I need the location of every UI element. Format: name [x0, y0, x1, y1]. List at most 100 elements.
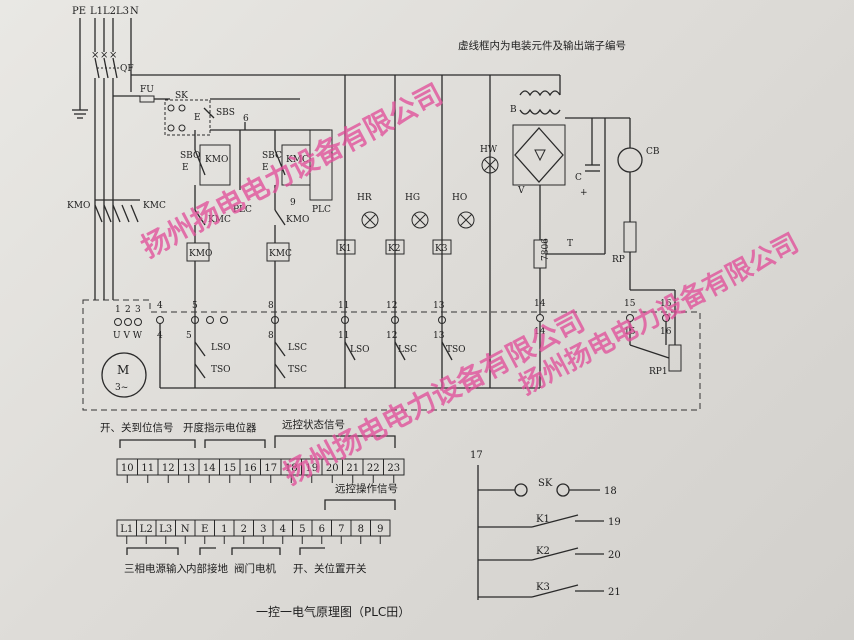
- reg-label: 7806: [541, 238, 551, 261]
- remote-sk-label: SK: [538, 478, 553, 489]
- node-12b: 12: [386, 331, 397, 341]
- motor-sub: 3~: [115, 383, 128, 393]
- pe-label: PE: [72, 6, 86, 17]
- b-label: B: [510, 105, 517, 115]
- sk-label: SK: [175, 91, 188, 101]
- k1-coil-label: K1: [339, 244, 351, 254]
- top-terminal-cell-label: 17: [264, 463, 277, 474]
- top-terminal-cell-label: 18: [285, 463, 298, 474]
- bottom-terminal-cell-label: L3: [159, 524, 172, 535]
- hg-label: HG: [405, 193, 420, 203]
- node-13a: 13: [433, 301, 445, 311]
- sbs-label: SBS: [216, 108, 235, 118]
- node-13b: 13: [433, 331, 445, 341]
- remote-k3-label: K3: [536, 582, 550, 593]
- node-5b: 5: [186, 331, 192, 341]
- node-17: 17: [470, 450, 483, 461]
- qf-label: QF: [120, 64, 134, 74]
- node-11b: 11: [338, 331, 349, 341]
- label-remote-op: 远控操作信号: [335, 482, 398, 495]
- bottom-terminal-cell-label: 4: [280, 524, 286, 535]
- kmo-main-label: KMO: [67, 201, 90, 211]
- e-label-sbo: E: [182, 163, 189, 173]
- breaker-x1: ×: [91, 50, 99, 61]
- plc-label-left: PLC: [233, 205, 252, 215]
- top-terminal-cell-label: 13: [182, 463, 195, 474]
- node-9: 9: [290, 198, 296, 208]
- kmo-coil-label: KMO: [189, 249, 212, 259]
- bottom-terminal-cell-label: 1: [221, 524, 227, 535]
- bottom-terminal-cell-label: 3: [260, 524, 266, 535]
- label-internal-ground: 内部接地: [186, 562, 228, 575]
- motor: KMO KMC 1 2 3 U V W M 3~: [67, 199, 166, 398]
- motor-t2: 2: [125, 305, 131, 315]
- kmo-interlock-label: KMO: [286, 215, 309, 225]
- feedback-circuit: B V 7806 T C + CB RP RP1 14 14: [510, 75, 682, 388]
- node-20: 20: [608, 550, 621, 561]
- top-terminal-cell-label: 22: [367, 463, 380, 474]
- remote-k1-label: K1: [536, 514, 550, 525]
- bottom-terminal-cell-label: 7: [338, 524, 344, 535]
- fu-label: FU: [140, 85, 154, 95]
- bottom-terminal-cell-label: L2: [140, 524, 153, 535]
- node-21: 21: [608, 587, 621, 598]
- relay-lso-label: LSO: [350, 345, 370, 355]
- node-5a: 5: [192, 301, 198, 311]
- hr-label: HR: [357, 193, 372, 203]
- kmc-coil-label: KMC: [269, 249, 292, 259]
- node-8a: 8: [268, 301, 274, 311]
- node-16a: 16: [660, 299, 672, 309]
- label-valve-motor: 阀门电机: [234, 562, 276, 575]
- sbo-label: SBO: [180, 151, 200, 161]
- tsc-label: TSC: [288, 365, 307, 375]
- kmc-contact-label: KMC: [286, 155, 309, 165]
- kmc-main-label: KMC: [143, 201, 166, 211]
- kmc-interlock-label: KMC: [208, 215, 231, 225]
- node-15a: 15: [624, 299, 636, 309]
- top-terminal-cell-label: 12: [162, 463, 175, 474]
- diagram-title: 一控一电气原理图（PLC田）: [256, 604, 410, 619]
- top-terminal-cell-label: 10: [121, 463, 134, 474]
- top-terminal-cell-label: 20: [326, 463, 339, 474]
- node-6: 6: [243, 114, 249, 124]
- bottom-terminal-cell-label: E: [201, 524, 208, 535]
- label-three-phase: 三相电源输入: [124, 562, 187, 575]
- hw-label: HW: [480, 145, 498, 155]
- cb-label: CB: [646, 147, 660, 157]
- rp1-label: RP1: [649, 367, 668, 377]
- top-terminal-cell-label: 16: [244, 463, 257, 474]
- k2-coil-label: K2: [388, 244, 400, 254]
- top-terminal-cell-label: 23: [387, 463, 400, 474]
- relay-tso-label: TSO: [446, 345, 466, 355]
- motor-symbol: M: [117, 363, 129, 377]
- relay-columns: HR HG HO HW K1 K2 K3 11 11 LSO 12 12 LSC…: [336, 75, 499, 388]
- remote-k2-label: K2: [536, 546, 550, 557]
- n-label: N: [130, 6, 139, 17]
- power-lines: PE L1L2L3 N × × × QF FU: [72, 6, 560, 300]
- v-label: V: [517, 186, 525, 196]
- top-terminal-cell-label: 15: [223, 463, 236, 474]
- k3-coil-label: K3: [435, 244, 448, 254]
- bottom-terminal-cell-label: 2: [241, 524, 247, 535]
- c-label: C: [575, 173, 582, 183]
- plc-label: PLC: [312, 205, 331, 215]
- e-label-sbc: E: [262, 163, 269, 173]
- node-4a: 4: [157, 301, 163, 311]
- node-11a: 11: [338, 301, 349, 311]
- control-circuit: SBO E KMO KMC KMO SBC E KMC 9 KMO KMC PL…: [156, 129, 333, 388]
- component-boundary: [82, 299, 701, 411]
- top-terminal-cell-label: 21: [346, 463, 359, 474]
- l1l2l3-label: L1L2L3: [90, 6, 129, 17]
- top-terminal-cell-label: 11: [141, 463, 154, 474]
- node-8b: 8: [268, 331, 274, 341]
- rp-label: RP: [612, 255, 625, 265]
- node-12a: 12: [386, 301, 397, 311]
- e-label-sk: E: [194, 113, 201, 123]
- header-note: 虚线框内为电装元件及输出端子编号: [458, 39, 626, 52]
- top-terminal-cell-label: 14: [203, 463, 216, 474]
- bottom-terminal-cell-label: 9: [377, 524, 383, 535]
